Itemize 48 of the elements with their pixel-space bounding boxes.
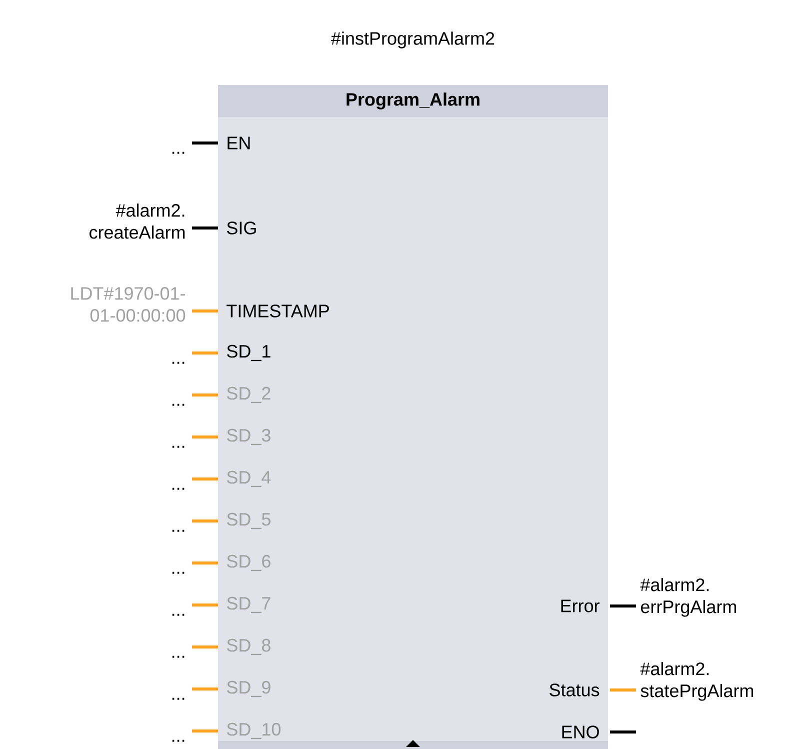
operand-text: ... bbox=[172, 530, 184, 532]
pin-name: SD_5 bbox=[227, 512, 270, 530]
connection-line bbox=[192, 646, 218, 648]
pin-name: SD_1 bbox=[227, 344, 270, 362]
operand-text: ... bbox=[172, 656, 184, 658]
operand-text: ... bbox=[172, 404, 184, 406]
pin-name: SD_3 bbox=[227, 428, 270, 446]
pin-name: Status bbox=[550, 684, 600, 696]
operand-text: ... bbox=[172, 362, 184, 364]
pin-name: EN bbox=[228, 136, 250, 150]
pin-name: SD_4 bbox=[227, 470, 271, 488]
connection-line bbox=[192, 310, 218, 312]
pin-name: TIMESTAMP bbox=[226, 304, 329, 318]
pin-name: SD_8 bbox=[227, 638, 270, 656]
pin-name: Error bbox=[561, 600, 600, 612]
connection-line bbox=[192, 520, 218, 522]
operand-text: LDT#1970-01-01-00:00:00 bbox=[71, 287, 186, 322]
pin-name: SD_7 bbox=[227, 596, 270, 614]
pin-name: SD_9 bbox=[227, 680, 270, 698]
operand-text: #alarm2. createAlarm bbox=[90, 204, 185, 239]
connection-line bbox=[192, 436, 218, 438]
connection-line bbox=[610, 604, 636, 608]
connection-line bbox=[192, 604, 218, 606]
pin-name: SD_2 bbox=[227, 386, 270, 404]
connection-line bbox=[192, 142, 218, 144]
operand-text: ... bbox=[172, 488, 184, 490]
connection-line bbox=[610, 730, 636, 734]
connection-line bbox=[192, 562, 218, 564]
instance-name: #instProgramAlarm2 bbox=[331, 32, 494, 48]
operand-text: ... bbox=[172, 446, 184, 448]
pin-name: SD_6 bbox=[227, 554, 270, 572]
operand-text: ... bbox=[172, 740, 184, 742]
connection-line bbox=[192, 478, 218, 480]
connection-line bbox=[192, 688, 218, 690]
pin-name: ENO bbox=[562, 726, 599, 738]
pin-name: SD_10 bbox=[227, 722, 281, 740]
connection-line bbox=[192, 730, 218, 732]
operand-text: ... bbox=[172, 698, 184, 700]
operand-text: ... bbox=[172, 572, 184, 574]
operand-text: ... bbox=[172, 614, 184, 616]
pin-name: SIG bbox=[227, 222, 256, 234]
connection-line bbox=[610, 688, 636, 692]
connection-line bbox=[192, 352, 218, 354]
operand-text: #alarm2. statePrgAlarm bbox=[640, 662, 754, 701]
operand-text: ... bbox=[172, 152, 184, 154]
connection-line bbox=[192, 394, 218, 396]
connection-line bbox=[192, 226, 218, 230]
operand-text: #alarm2. errPrgAlarm bbox=[640, 578, 736, 617]
